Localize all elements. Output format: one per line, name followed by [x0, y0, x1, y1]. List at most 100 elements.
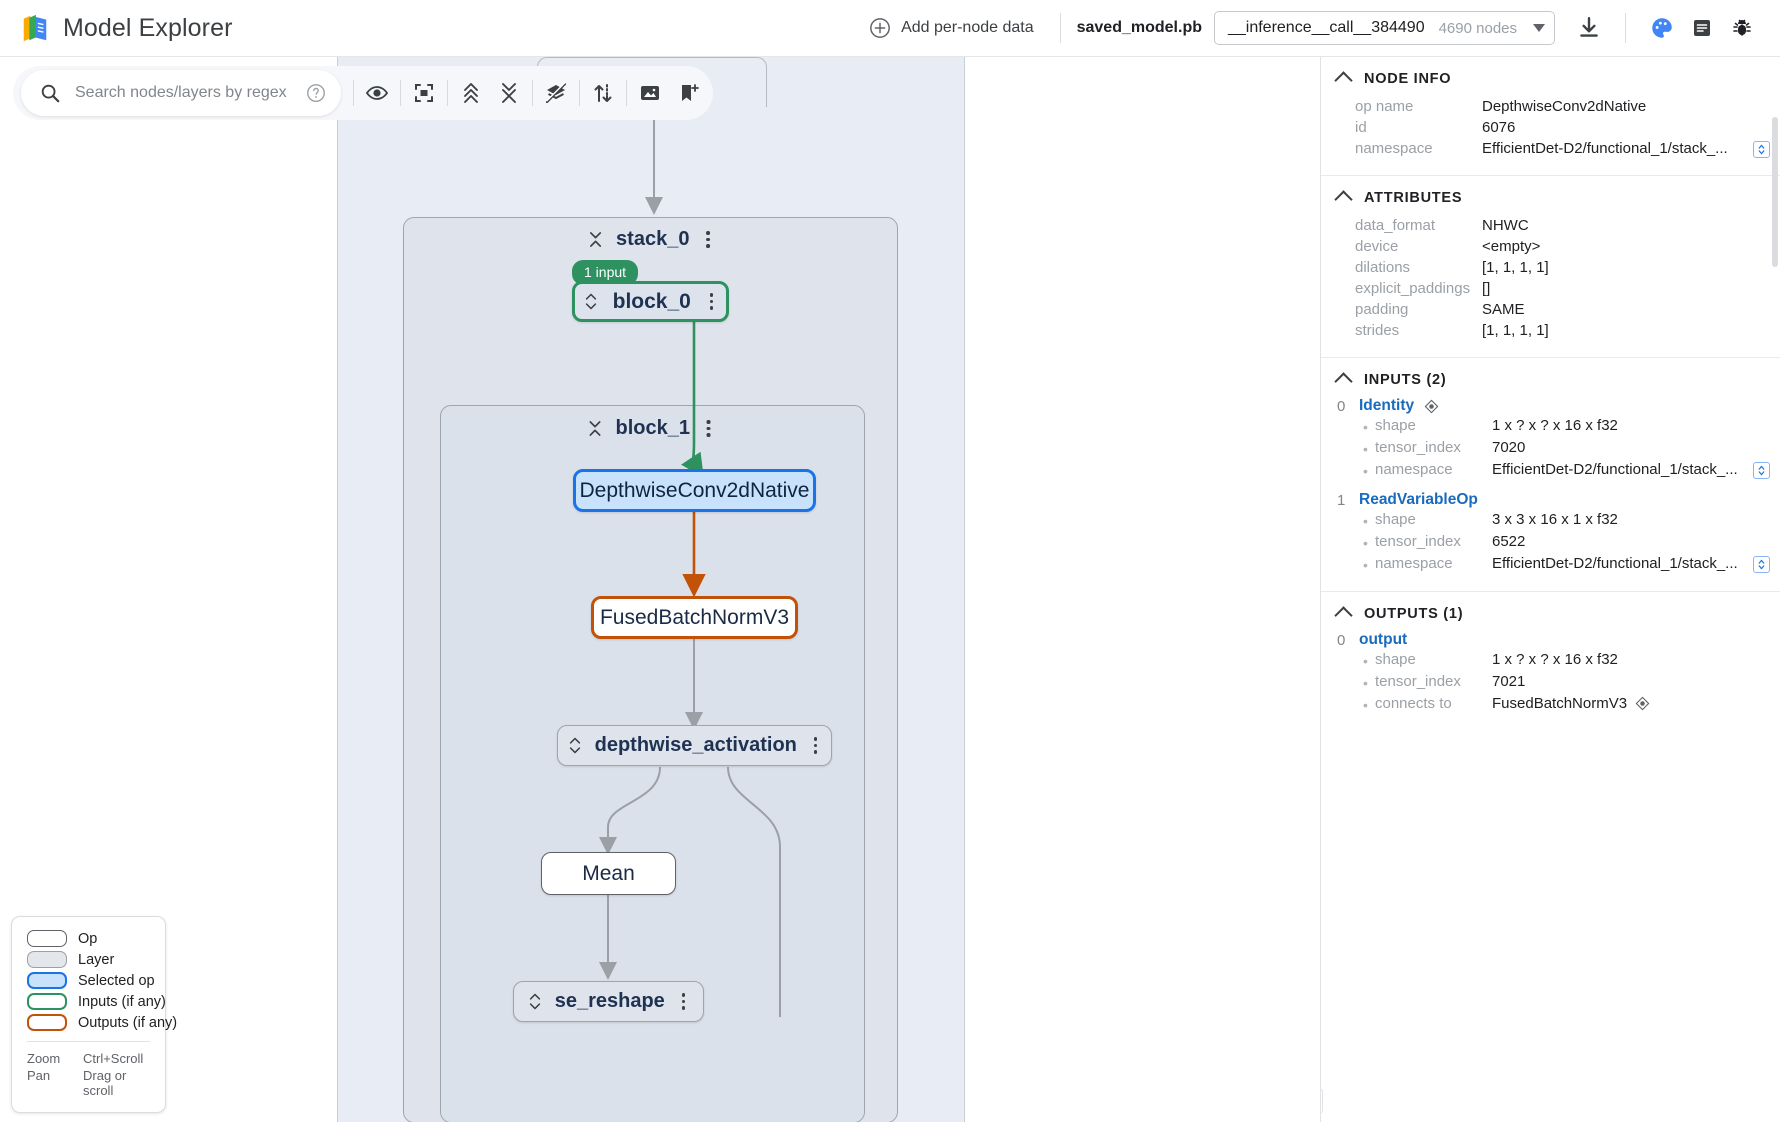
input-name[interactable]: Identity [1359, 397, 1415, 414]
table-row: device <empty> [1355, 238, 1770, 258]
input-count-badge: 1 input [572, 260, 639, 285]
graph-id-label: __inference__call__384490 [1227, 19, 1425, 36]
expand-arrows-icon[interactable] [528, 992, 542, 1011]
section-header-inputs[interactable]: INPUTS (2) [1321, 371, 1780, 391]
node-fusedbatchnormv3[interactable]: FusedBatchNormV3 [591, 596, 798, 639]
node-label-mean: Mean [582, 861, 635, 885]
layer-header-stack-0[interactable]: stack_0 [588, 228, 714, 251]
row-value: [] [1482, 280, 1491, 297]
more-vert-icon[interactable] [703, 417, 715, 440]
more-vert-icon[interactable] [706, 290, 718, 313]
input-name[interactable]: ReadVariableOp [1359, 491, 1478, 508]
row-key: strides [1355, 322, 1400, 339]
table-row: • namespace EfficientDet-D2/functional_1… [1363, 555, 1770, 576]
chevron-up-icon[interactable] [1334, 71, 1353, 90]
app-title: Model Explorer [63, 13, 233, 42]
chevron-up-icon[interactable] [1334, 190, 1353, 209]
expand-all-icon[interactable] [452, 74, 490, 112]
section-title-inputs: INPUTS (2) [1364, 371, 1447, 388]
locate-icon[interactable] [1635, 696, 1650, 711]
notes-icon[interactable] [1682, 8, 1722, 48]
table-row: • tensor_index 6522 [1363, 533, 1770, 554]
toolbar-separator [400, 80, 401, 106]
trace-io-icon[interactable] [584, 74, 622, 112]
graph-selector[interactable]: __inference__call__384490 4690 nodes [1213, 11, 1555, 45]
output-head: 0 output [1337, 631, 1770, 649]
output-name[interactable]: output [1359, 631, 1408, 648]
section-header-node-info[interactable]: NODE INFO [1321, 70, 1780, 90]
legend-swatch-outputs [27, 1014, 67, 1031]
brand: Model Explorer [20, 13, 233, 43]
node-label-se-reshape: se_reshape [554, 990, 665, 1012]
more-vert-icon[interactable] [702, 228, 714, 251]
graph-canvas[interactable]: stack_0 1 input block_0 block_1 [0, 57, 1320, 1122]
node-se-reshape[interactable]: se_reshape [513, 981, 704, 1022]
bookmark-add-icon[interactable] [669, 74, 707, 112]
search-toolbar [13, 66, 713, 120]
expand-value-icon[interactable] [1753, 462, 1770, 479]
table-row: • tensor_index 7020 [1363, 439, 1770, 460]
section-header-outputs[interactable]: OUTPUTS (1) [1321, 605, 1780, 625]
locate-icon[interactable] [1424, 399, 1439, 414]
search-box[interactable] [21, 70, 341, 116]
row-value: 3 x 3 x 16 x 1 x f32 [1492, 511, 1618, 528]
expand-arrows-icon[interactable] [568, 736, 582, 755]
help-circle-icon[interactable] [305, 82, 327, 104]
legend-item-selected-op: Selected op [27, 972, 155, 989]
panel-scrollbar[interactable] [1772, 117, 1778, 267]
search-input[interactable] [75, 84, 291, 102]
chevron-up-icon[interactable] [1334, 606, 1353, 625]
expand-value-icon[interactable] [1753, 141, 1770, 158]
legend-label-selected-op: Selected op [78, 972, 155, 989]
toolbar-separator [353, 80, 354, 106]
visibility-icon[interactable] [358, 74, 396, 112]
output-item-0: 0 output • shape 1 x ? x ? x 16 x f32 • … [1321, 631, 1780, 716]
row-key: namespace [1355, 140, 1433, 157]
chevron-up-icon[interactable] [1334, 372, 1353, 391]
download-icon[interactable] [1569, 8, 1609, 48]
row-value: FusedBatchNormV3 [1492, 695, 1628, 712]
legend-swatch-selected-op [27, 972, 67, 989]
row-key: tensor_index [1375, 673, 1461, 690]
section-node-info: NODE INFO op name DepthwiseConv2dNative … [1321, 57, 1780, 176]
collapse-all-icon[interactable] [490, 74, 528, 112]
expand-arrows-icon[interactable] [584, 292, 598, 311]
panel-collapse-button[interactable] [1321, 1088, 1323, 1114]
more-vert-icon[interactable] [810, 734, 822, 757]
hide-layers-icon[interactable] [537, 74, 575, 112]
table-row: • shape 3 x 3 x 16 x 1 x f32 [1363, 511, 1770, 532]
snapshot-icon[interactable] [631, 74, 669, 112]
legend-help-pan-value: Drag or scroll [83, 1068, 127, 1098]
bullet-icon: • [1363, 535, 1368, 551]
layer-name-block-1: block_1 [615, 417, 690, 439]
palette-icon[interactable] [1642, 8, 1682, 48]
input-item-1: 1 ReadVariableOp • shape 3 x 3 x 16 x 1 … [1321, 491, 1780, 576]
section-header-attributes[interactable]: ATTRIBUTES [1321, 189, 1780, 209]
bullet-icon: • [1363, 697, 1368, 713]
layer-name-stack-0: stack_0 [616, 228, 690, 250]
row-value: 1 x ? x ? x 16 x f32 [1492, 417, 1618, 434]
section-title-node-info: NODE INFO [1364, 70, 1452, 87]
legend-item-op: Op [27, 930, 150, 947]
legend-help-zoom: Zoom Ctrl+Scroll [27, 1051, 150, 1066]
layer-header-block-1[interactable]: block_1 [588, 417, 715, 440]
bug-icon[interactable] [1722, 8, 1762, 48]
legend-item-outputs: Outputs (if any) [27, 1014, 177, 1031]
table-row: • tensor_index 7021 [1363, 673, 1770, 694]
add-per-node-data-button[interactable]: Add per-node data [859, 11, 1044, 45]
row-value: 6522 [1492, 533, 1526, 550]
node-depthwiseconv2dnative[interactable]: DepthwiseConv2dNative [573, 469, 816, 512]
more-vert-icon[interactable] [678, 990, 690, 1013]
fit-to-screen-icon[interactable] [405, 74, 443, 112]
row-value: EfficientDet-D2/functional_1/stack_... [1492, 461, 1738, 478]
row-value: EfficientDet-D2/functional_1/stack_... [1492, 555, 1738, 572]
collapse-arrows-icon[interactable] [588, 230, 603, 249]
collapse-arrows-icon[interactable] [588, 419, 603, 438]
node-block-0[interactable]: block_0 [572, 281, 729, 322]
node-depthwise-activation[interactable]: depthwise_activation [557, 725, 832, 766]
search-icon [41, 84, 60, 103]
node-mean[interactable]: Mean [541, 852, 676, 895]
legend-swatch-layer [27, 951, 67, 968]
model-file-name: saved_model.pb [1076, 19, 1202, 36]
expand-value-icon[interactable] [1753, 556, 1770, 573]
